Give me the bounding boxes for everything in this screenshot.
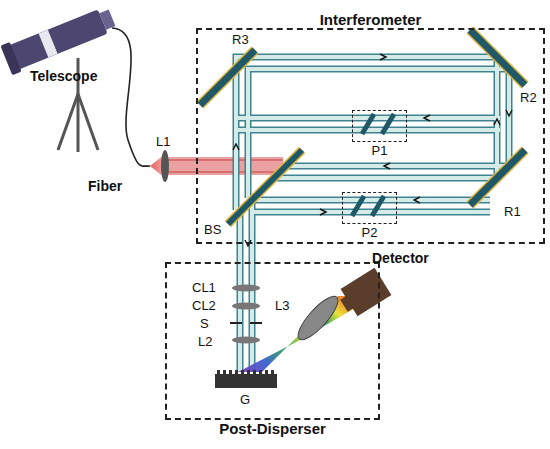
part-label: BS: [204, 222, 221, 237]
part-label: P2: [343, 225, 396, 240]
detector-icon: [335, 268, 391, 320]
plates: [352, 114, 394, 216]
lens-l1: [161, 150, 169, 182]
beam-paths: [236, 57, 509, 372]
group-title: Interferometer: [198, 11, 543, 28]
part-label: L1: [156, 134, 170, 149]
part-label: G: [240, 392, 250, 407]
direction-arrows: [233, 54, 512, 246]
post-optics: [230, 285, 262, 344]
lens-l3: [293, 291, 344, 345]
part-label: CL1: [192, 280, 216, 295]
group-title: Post-Disperser: [167, 420, 378, 437]
grating: [215, 370, 277, 388]
part-label: Telescope: [30, 68, 97, 84]
part-label: S: [200, 316, 209, 331]
mirrors: [200, 30, 525, 224]
plate-box: P1: [352, 110, 407, 142]
telescope-icon: [0, 3, 118, 152]
input-beam: [165, 157, 283, 175]
part-label: CL2: [192, 298, 216, 313]
part-label: R3: [232, 32, 249, 47]
part-label: L3: [275, 298, 289, 313]
part-label: L2: [198, 334, 212, 349]
part-label: P1: [353, 143, 406, 158]
part-label: R1: [504, 204, 521, 219]
group-box: InterferometerP1P2: [196, 28, 545, 244]
plate-box: P2: [342, 192, 397, 224]
part-label: R2: [520, 90, 537, 105]
fiber-cable: [112, 28, 150, 166]
part-label: Fiber: [88, 178, 122, 194]
part-label: Detector: [372, 250, 429, 266]
